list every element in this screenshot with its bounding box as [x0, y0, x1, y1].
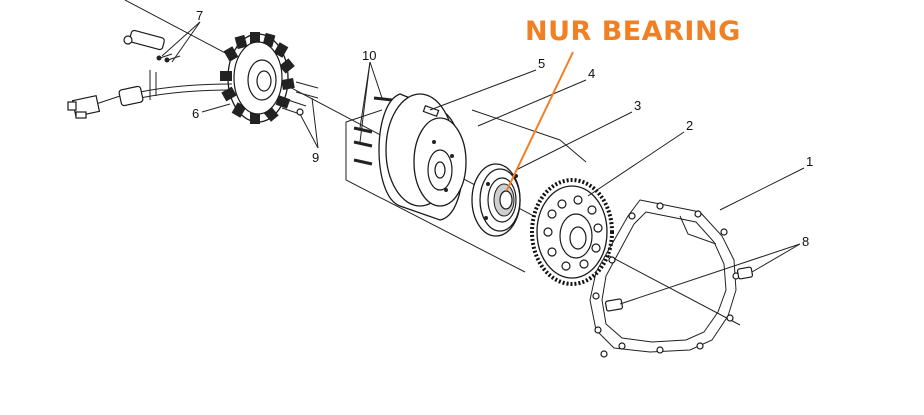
part-number-6: 6	[192, 106, 199, 121]
part-number-7: 7	[196, 8, 203, 23]
wire-harness	[67, 70, 233, 119]
leader-lines	[201, 69, 805, 211]
bolts-9	[281, 81, 319, 149]
assembly-bracket	[345, 109, 587, 273]
part-number-4: 4	[588, 66, 595, 81]
clamp-bolt	[123, 29, 165, 51]
starter-clutch	[471, 163, 521, 237]
part-number-8: 8	[802, 234, 809, 249]
stator	[220, 32, 295, 124]
part-number-2: 2	[686, 118, 693, 133]
cover-gasket	[589, 199, 740, 358]
part-number-3: 3	[634, 98, 641, 113]
screws-7	[156, 21, 201, 63]
part-number-9: 9	[312, 150, 319, 165]
starter-gear	[530, 178, 614, 286]
part-number-10: 10	[362, 48, 376, 63]
dowel-pins	[604, 243, 801, 312]
part-number-1: 1	[806, 154, 813, 169]
flywheel-rotor	[378, 93, 467, 221]
callout-pointer	[506, 51, 574, 191]
part-number-5: 5	[538, 56, 545, 71]
nur-bearing-label: NUR BEARING	[525, 16, 741, 47]
